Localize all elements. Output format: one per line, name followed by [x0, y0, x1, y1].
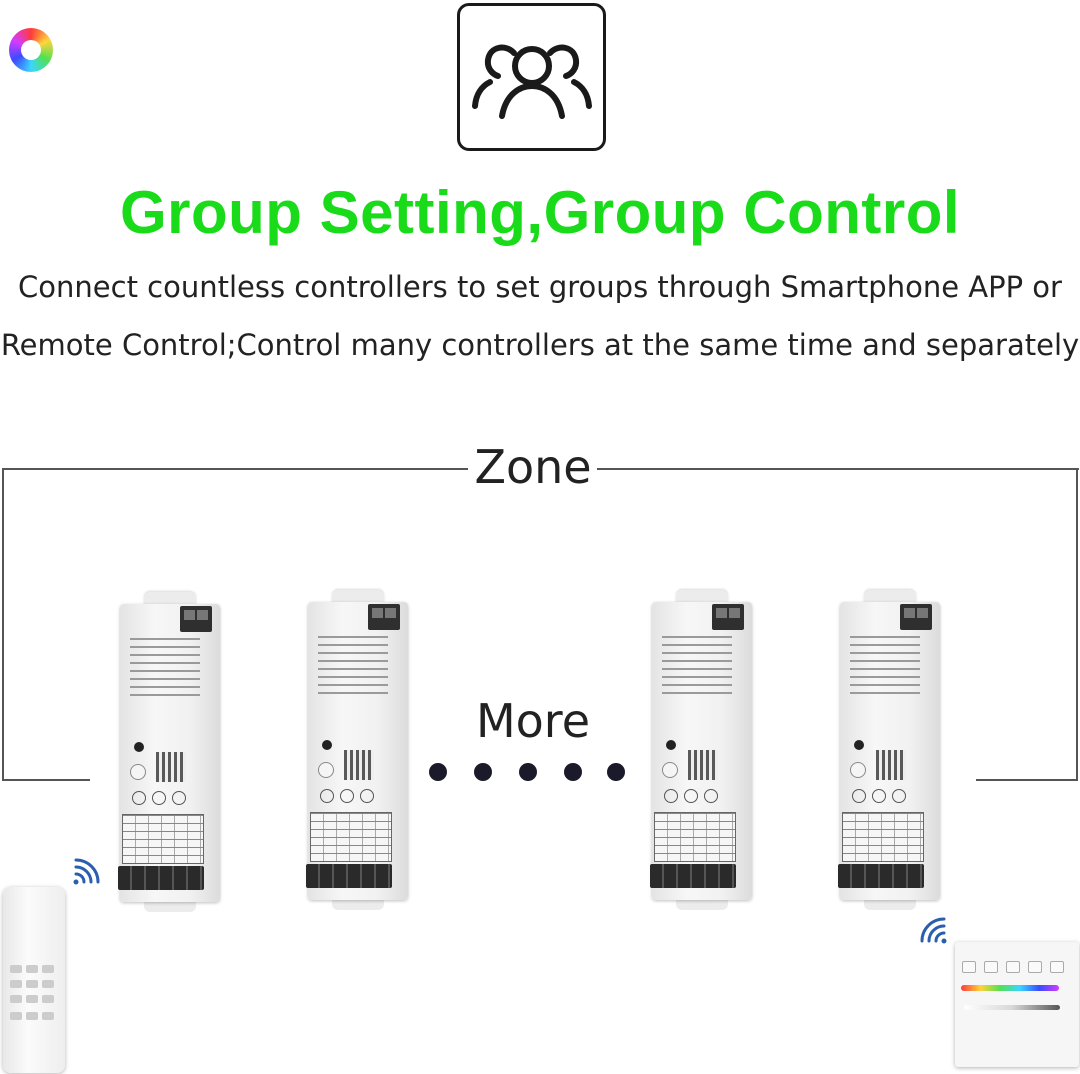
set-button	[662, 762, 678, 778]
input-terminal	[368, 604, 400, 630]
zone-bracket-bottom-right	[976, 779, 1078, 781]
color-wheel-center	[21, 40, 41, 60]
zone-bracket-left	[2, 468, 4, 780]
ellipsis-dot-3	[519, 763, 537, 781]
description-line-2: Remote Control;Control many controllers …	[0, 328, 1080, 362]
output-terminal	[650, 864, 736, 888]
group-users-icon	[472, 44, 592, 119]
panel-button	[984, 961, 998, 973]
qr-code	[876, 750, 906, 780]
ellipsis-dot-2	[474, 763, 492, 781]
output-terminal	[838, 864, 924, 888]
panel-button	[1006, 961, 1020, 973]
remote-button	[26, 965, 38, 973]
status-led	[666, 740, 676, 750]
remote-button	[26, 995, 38, 1003]
remote-button	[26, 1012, 38, 1020]
color-slider	[961, 985, 1059, 991]
input-terminal	[900, 604, 932, 630]
remote-button	[10, 965, 22, 973]
controller-2	[298, 590, 418, 910]
wifi-signal-icon	[73, 858, 100, 885]
input-terminal	[712, 604, 744, 630]
controller-4	[830, 590, 950, 910]
remote-button	[42, 1012, 54, 1020]
remote-button	[42, 995, 54, 1003]
ellipsis-dot-1	[429, 763, 447, 781]
output-table	[310, 812, 392, 862]
zone-bracket-top-left	[2, 468, 468, 470]
output-terminal	[306, 864, 392, 888]
output-terminal	[118, 866, 204, 890]
ellipsis-dot-4	[564, 763, 582, 781]
output-table	[842, 812, 924, 862]
panel-button	[1028, 961, 1042, 973]
ellipsis-dot-5	[607, 763, 625, 781]
more-label: More	[475, 694, 591, 748]
group-icon-box	[457, 3, 606, 151]
panel-button	[962, 961, 976, 973]
controller-1	[110, 592, 230, 912]
set-button	[850, 762, 866, 778]
qr-code	[156, 752, 186, 782]
panel-button	[1050, 961, 1064, 973]
input-terminal	[180, 606, 212, 632]
zone-bracket-top-right	[597, 468, 1079, 470]
output-table	[654, 812, 736, 862]
status-led	[322, 740, 332, 750]
brightness-slider	[964, 1005, 1060, 1010]
set-button	[318, 762, 334, 778]
wifi-signal-icon	[920, 917, 947, 944]
remote-button	[26, 980, 38, 988]
set-button	[130, 764, 146, 780]
status-led	[134, 742, 144, 752]
status-led	[854, 740, 864, 750]
description-line-1: Connect countless controllers to set gro…	[18, 270, 1062, 304]
remote-button	[42, 965, 54, 973]
zone-bracket-bottom-left	[2, 779, 90, 781]
remote-button	[10, 995, 22, 1003]
output-table	[122, 814, 204, 864]
remote-button	[10, 980, 22, 988]
remote-button	[10, 1012, 22, 1020]
remote-button	[42, 980, 54, 988]
qr-code	[344, 750, 374, 780]
zone-label: Zone	[470, 438, 596, 496]
zone-bracket-right	[1076, 468, 1078, 780]
controller-3	[642, 590, 762, 910]
headline: Group Setting,Group Control	[119, 179, 961, 246]
qr-code	[688, 750, 718, 780]
